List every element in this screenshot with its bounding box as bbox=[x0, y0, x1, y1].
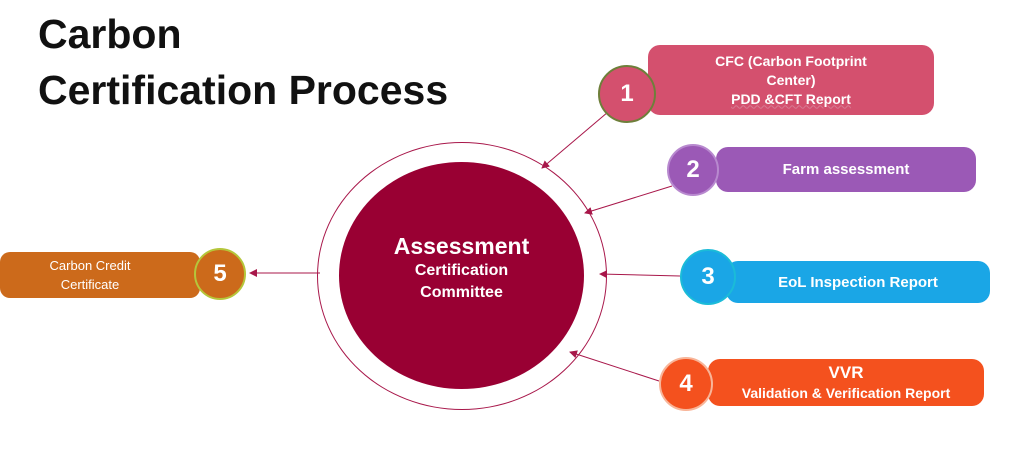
step-1-number: 1 bbox=[598, 65, 656, 123]
step-5-line-2: Certificate bbox=[60, 277, 120, 292]
step-1-line-1: CFC (Carbon Footprint bbox=[715, 52, 867, 69]
step-1-box: CFC (Carbon Footprint Center) PDD &CFT R… bbox=[648, 45, 934, 115]
step-4-number: 4 bbox=[659, 357, 713, 411]
step-4-line-1: VVR bbox=[828, 362, 864, 382]
step-2-number: 2 bbox=[667, 144, 719, 196]
arrow-step-1 bbox=[541, 111, 609, 169]
center-subtitle-1: Certification bbox=[414, 262, 509, 279]
step-2-box: Farm assessment bbox=[716, 147, 976, 192]
title-line-1: Carbon bbox=[38, 11, 182, 57]
step-4-box: VVR Validation & Verification Report bbox=[708, 359, 984, 406]
arrow-step-2 bbox=[584, 185, 673, 215]
center-title: Assessment bbox=[393, 233, 530, 259]
step-3-label: EoL Inspection Report bbox=[778, 273, 938, 291]
assessment-center-circle: Assessment Certification Committee bbox=[339, 162, 584, 389]
step-5-box: Carbon Credit Certificate bbox=[0, 252, 200, 298]
step-5-line-1: Carbon Credit bbox=[49, 258, 131, 273]
step-4-line-2: Validation & Verification Report bbox=[741, 384, 951, 401]
title-line-2: Certification Process bbox=[38, 67, 449, 113]
arrow-step-3 bbox=[599, 270, 681, 279]
step-2-label: Farm assessment bbox=[782, 161, 910, 178]
step-1-line-2: Center) bbox=[766, 71, 816, 88]
arrow-step-4 bbox=[569, 350, 660, 382]
page-title: Carbon Certification Process bbox=[38, 6, 448, 118]
step-1-line-3: PDD &CFT Report bbox=[731, 90, 851, 107]
step-3-box: EoL Inspection Report bbox=[726, 261, 990, 303]
step-5-number: 5 bbox=[194, 248, 246, 300]
center-outer-ring bbox=[317, 142, 607, 410]
center-subtitle-2: Committee bbox=[420, 284, 503, 301]
step-3-number: 3 bbox=[680, 249, 736, 305]
